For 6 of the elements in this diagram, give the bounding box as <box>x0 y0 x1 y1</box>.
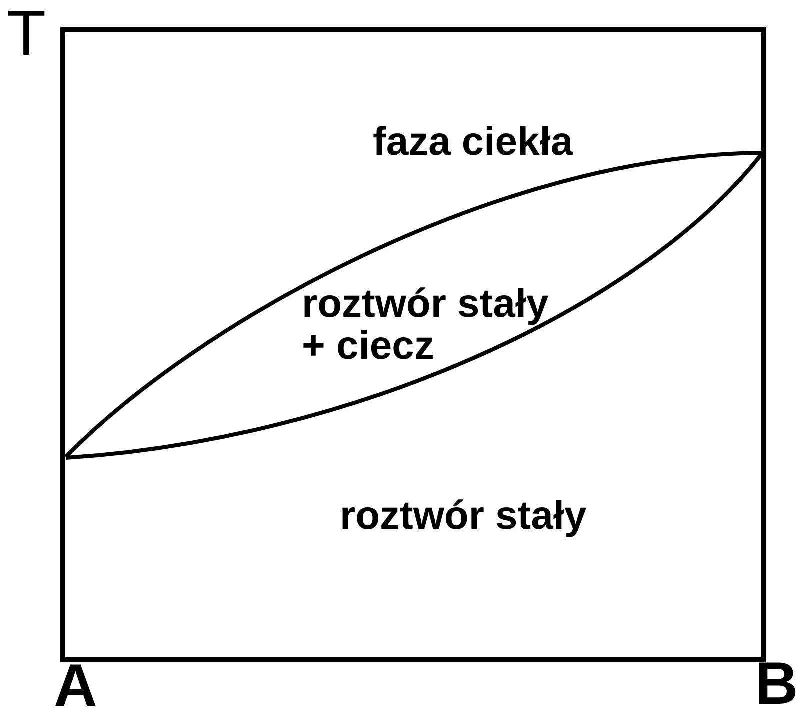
phase-region-label: roztwór stały <box>340 495 587 537</box>
component-label: A <box>54 662 98 710</box>
phase-region-label: roztwór stały + ciecz <box>302 283 550 367</box>
phase-region-label: faza ciekła <box>373 121 574 163</box>
component-label: B <box>755 660 798 708</box>
axis-label: T <box>7 1 46 65</box>
